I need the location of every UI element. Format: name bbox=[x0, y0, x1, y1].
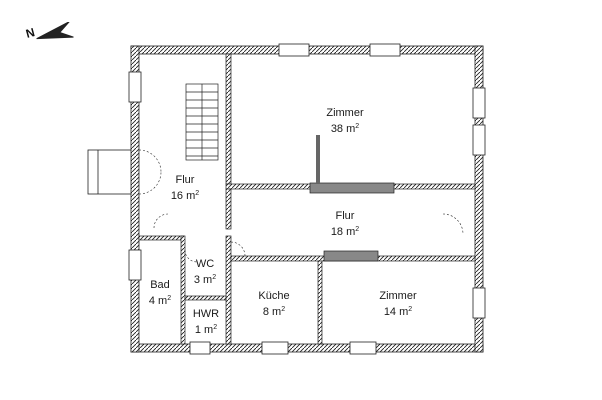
room-name: WC bbox=[195, 258, 215, 270]
entrance-canopy bbox=[87, 149, 132, 195]
room-kueche: Küche 8 m2 bbox=[250, 290, 298, 319]
room-area: 4 m2 bbox=[148, 295, 172, 307]
north-arrow-icon bbox=[36, 21, 74, 40]
room-area: 8 m2 bbox=[262, 306, 286, 318]
door-swings bbox=[138, 149, 464, 263]
room-area: 1 m2 bbox=[194, 324, 218, 336]
compass: N bbox=[24, 21, 76, 51]
room-hwr: HWR 1 m2 bbox=[186, 308, 226, 337]
chimney bbox=[309, 182, 395, 194]
room-flur-middle: Flur 18 m2 bbox=[320, 210, 370, 239]
room-area: 14 m2 bbox=[383, 306, 413, 318]
chimney-top bbox=[316, 135, 320, 183]
room-name: Küche bbox=[258, 290, 290, 302]
room-name: Flur bbox=[175, 174, 195, 186]
windows bbox=[128, 43, 486, 355]
room-area: 38 m2 bbox=[330, 123, 360, 135]
chimney-lower bbox=[323, 250, 379, 262]
room-name: Zimmer bbox=[379, 290, 417, 302]
room-zimmer-small: Zimmer 14 m2 bbox=[363, 290, 433, 319]
room-area: 18 m2 bbox=[330, 226, 360, 238]
room-name: Flur bbox=[335, 210, 355, 222]
staircase bbox=[185, 83, 219, 161]
room-name: Zimmer bbox=[326, 107, 364, 119]
room-area: 3 m2 bbox=[193, 274, 217, 286]
room-name: HWR bbox=[192, 308, 220, 320]
room-zimmer-large: Zimmer 38 m2 bbox=[310, 107, 380, 136]
room-bad: Bad 4 m2 bbox=[142, 279, 178, 308]
room-name: Bad bbox=[150, 279, 170, 291]
room-area: 16 m2 bbox=[170, 190, 200, 202]
room-wc: WC 3 m2 bbox=[187, 258, 223, 287]
room-flur-left: Flur 16 m2 bbox=[160, 174, 210, 203]
